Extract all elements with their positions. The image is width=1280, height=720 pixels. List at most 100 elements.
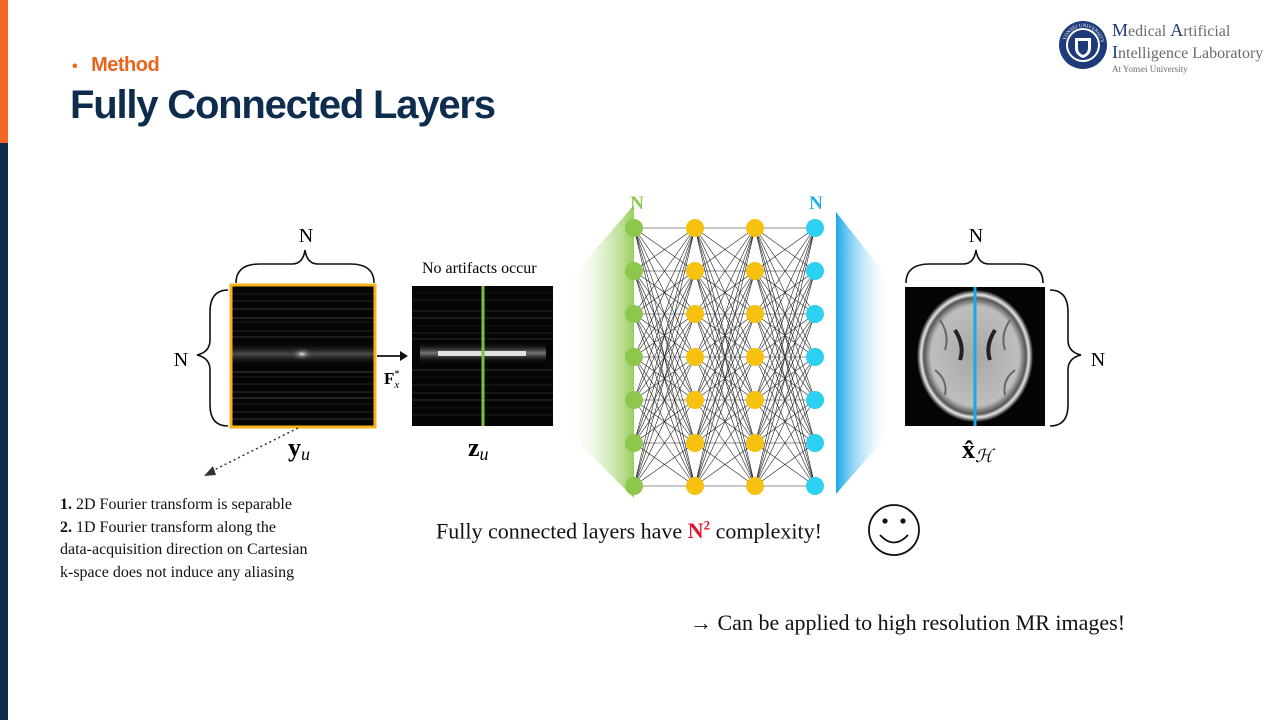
section-text: Method [91, 54, 160, 76]
network-edge [694, 227, 756, 272]
network-node [746, 219, 764, 237]
network-edge [633, 442, 696, 487]
network-edge [694, 442, 756, 487]
bullet-icon: • [72, 58, 78, 75]
note-line: data-acquisition direction on Cartesian [60, 541, 308, 558]
network-edge [754, 227, 816, 401]
network-edge [633, 227, 696, 315]
network-node [746, 477, 764, 495]
notes-list: 1. 2D Fourier transform is separable 2. … [60, 494, 307, 584]
network-edge [754, 270, 816, 487]
network-node [806, 219, 824, 237]
dim-label-left: N [174, 349, 188, 371]
network-nodes [625, 219, 824, 495]
operator-label: Fx* [384, 368, 400, 391]
network-node [625, 305, 643, 323]
network-edge [694, 313, 756, 487]
lab-line-3: At Yonsei University [1112, 64, 1188, 74]
conclusion-text: → Can be applied to high resolution MR i… [690, 610, 1126, 635]
network-node [746, 262, 764, 280]
output-funnel [836, 212, 892, 494]
smiley-face-icon [868, 504, 920, 556]
network-edge [633, 227, 696, 358]
no-artifacts-text: No artifacts occur [422, 260, 537, 277]
network-node [625, 262, 643, 280]
brace-right [1049, 289, 1082, 427]
network-node [686, 262, 704, 280]
network-edge [633, 399, 696, 487]
note-line: k-space does not induce any aliasing [60, 563, 295, 581]
brace-top-right [905, 249, 1044, 284]
section-label: • Method [72, 54, 160, 77]
input-layer-label: N [630, 193, 644, 214]
network-edge [754, 442, 816, 487]
network-node [806, 262, 824, 280]
lab-name: Medical Artificial Intelligence Laborato… [1112, 20, 1263, 74]
network-node [625, 348, 643, 366]
network-edge [754, 399, 816, 487]
network-node [625, 219, 643, 237]
network-edge [754, 227, 816, 444]
network-node [686, 348, 704, 366]
dotted-arrow-head-icon [204, 466, 216, 476]
network-node [686, 305, 704, 323]
network-node [746, 434, 764, 452]
network-edge [754, 227, 816, 315]
network-edge [633, 227, 696, 487]
network-node [686, 219, 704, 237]
network-edge [694, 227, 756, 401]
network-edge [633, 227, 696, 444]
network-node [625, 434, 643, 452]
note-line: 1. 2D Fourier transform is separable [60, 496, 292, 513]
network-edge [694, 399, 756, 487]
network-node [625, 477, 643, 495]
network-edge [694, 227, 756, 358]
network-edge [633, 356, 696, 487]
network-edge [754, 313, 816, 487]
university-seal-icon: YONSEI UNIVERSITY [1059, 21, 1107, 69]
n-squared: N2 [687, 518, 711, 544]
input-funnel [566, 205, 634, 498]
network-edge [633, 270, 696, 487]
network-node [686, 434, 704, 452]
network-node [625, 391, 643, 409]
hybrid-space-image [412, 286, 553, 426]
arrow-head-icon [400, 351, 408, 361]
network-node [686, 391, 704, 409]
network-node [686, 477, 704, 495]
slide-title: Fully Connected Layers [70, 83, 496, 127]
zu-label: zu [468, 433, 489, 464]
network-edge [694, 270, 756, 487]
network-node [746, 305, 764, 323]
lab-line-1: Medical Artificial [1112, 20, 1231, 40]
network-edge [694, 227, 756, 444]
lab-line-2: Intelligence Laboratory [1112, 42, 1264, 62]
network-edge [633, 227, 696, 272]
yu-label: yu [288, 433, 310, 464]
output-layer-label: N [809, 193, 823, 214]
network-edge [633, 227, 696, 401]
brain-mri-image [905, 287, 1045, 426]
network-node [806, 391, 824, 409]
network-node [746, 348, 764, 366]
network-edge [694, 356, 756, 487]
network-edge [633, 313, 696, 487]
note-line: 2. 1D Fourier transform along the [60, 518, 276, 536]
network-node [806, 477, 824, 495]
dim-label-right: N [1091, 349, 1105, 371]
accent-bar-bottom [0, 143, 8, 720]
network-node [806, 348, 824, 366]
dim-label-top-right: N [969, 225, 983, 247]
network-edge [754, 227, 816, 487]
dotted-arrow [209, 427, 299, 473]
network-node [746, 391, 764, 409]
network-node [806, 434, 824, 452]
brace-left [196, 289, 229, 427]
xh-label: x̂ℋ [962, 435, 996, 466]
network-edge [694, 227, 756, 315]
complexity-statement: Fully connected layers have N2 complexit… [436, 518, 822, 544]
network-edge [754, 356, 816, 487]
brace-top-left [235, 249, 375, 284]
network-connections [633, 227, 816, 487]
